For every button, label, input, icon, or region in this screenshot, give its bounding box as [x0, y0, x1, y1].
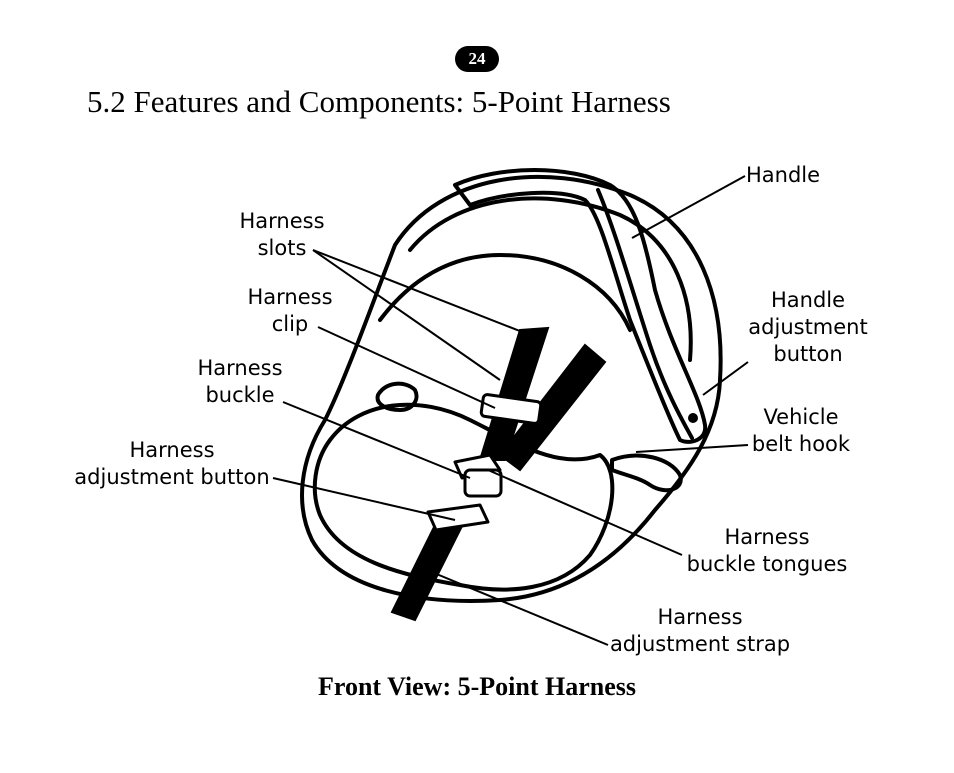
- left-pivot: [375, 381, 419, 412]
- leader-adjust-button: [272, 477, 456, 521]
- leader-belt-hook: [635, 444, 749, 453]
- carry-handle: [453, 168, 708, 444]
- label-handle-adjustment-button: Handle adjustment button: [748, 288, 868, 366]
- leader-clip: [317, 326, 496, 409]
- leader-buckle-tongues: [487, 469, 683, 556]
- harness-clip: [479, 393, 543, 425]
- label-vehicle-belt-hook: Vehicle belt hook: [751, 405, 851, 456]
- page-number-badge: 24: [455, 46, 499, 72]
- belt-hook: [610, 453, 683, 493]
- label-harness-clip: Harness clip: [247, 285, 333, 336]
- label-handle: Handle: [746, 163, 821, 187]
- seat-inner-rim: [408, 196, 693, 362]
- leader-slots-b: [312, 249, 501, 381]
- label-harness-buckle-tongues: Harness buckle tongues: [686, 525, 848, 576]
- section-title: 5.2 Features and Components: 5-Point Har…: [87, 84, 671, 119]
- label-harness-slots: Harness slots: [239, 209, 325, 260]
- leader-handle: [631, 175, 746, 239]
- leader-handle-button: [702, 361, 749, 396]
- seat-shell: [300, 174, 723, 603]
- adjustment-button: [426, 503, 490, 532]
- leader-adjust-strap: [421, 567, 609, 646]
- seat-cushion: [312, 402, 615, 592]
- leader-slots-a: [312, 249, 531, 336]
- figure-caption: Front View: 5-Point Harness: [318, 672, 636, 701]
- label-harness-buckle: Harness buckle: [197, 356, 283, 407]
- label-harness-adjustment-strap: Harness adjustment strap: [609, 605, 791, 656]
- label-harness-adjustment-button: Harness adjustment button: [74, 438, 270, 489]
- leader-buckle: [282, 401, 471, 479]
- harness-buckle: [463, 468, 503, 498]
